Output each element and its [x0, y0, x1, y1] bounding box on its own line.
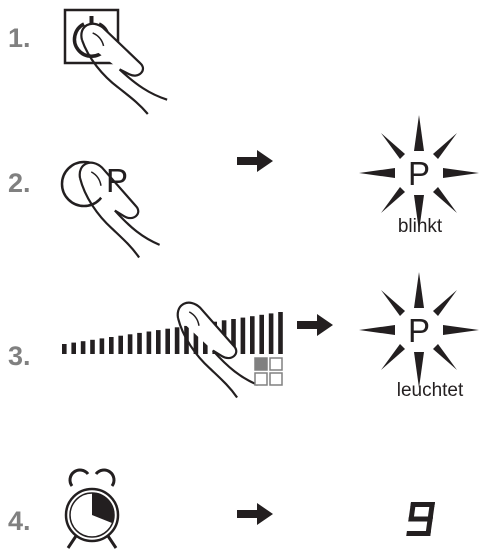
slider-bar	[71, 342, 76, 354]
step-2-caption: blinkt	[398, 216, 443, 237]
slider-bar	[62, 344, 67, 354]
slider-icon	[62, 299, 283, 402]
step-3-result-p: P	[408, 312, 430, 349]
step-2-number: 2.	[8, 168, 31, 198]
segment-a	[410, 502, 435, 507]
power-button-icon	[63, 8, 175, 117]
slider-bar	[146, 331, 152, 354]
slider-bar	[240, 317, 246, 354]
step-2-result-p: P	[408, 155, 430, 192]
slider-bar	[127, 334, 133, 354]
slider-bar	[90, 339, 95, 354]
slider-bar	[268, 313, 274, 354]
step-3-number: 3.	[8, 341, 31, 371]
slider-bar	[156, 330, 161, 354]
step-4-arrow-icon	[237, 503, 273, 525]
step-4-number: 4.	[8, 506, 31, 536]
slider-bar	[137, 332, 142, 354]
alarm-clock-icon	[64, 468, 120, 549]
step-3-caption: leuchtet	[397, 380, 464, 401]
slider-bar	[165, 328, 170, 354]
p-button-label: P	[106, 162, 128, 199]
slider-bar	[109, 337, 114, 354]
slider-bar	[193, 324, 199, 354]
p-button-icon	[60, 159, 173, 262]
segment-d	[406, 531, 431, 536]
cooking-zone-icon	[254, 357, 283, 386]
slider-bar	[99, 338, 105, 354]
seven-segment-display	[406, 502, 435, 536]
step-1-number: 1.	[8, 23, 31, 53]
slider-bar	[259, 314, 264, 354]
slider-bar	[174, 327, 180, 354]
step-2-arrow-icon	[237, 150, 273, 172]
slider-bar	[80, 341, 86, 354]
slider-bar	[118, 335, 123, 354]
segment-g	[408, 516, 433, 522]
slider-bar	[250, 316, 255, 354]
step-3-arrow-icon	[297, 314, 333, 336]
slider-bar	[278, 312, 283, 354]
slider-bar	[231, 319, 236, 354]
